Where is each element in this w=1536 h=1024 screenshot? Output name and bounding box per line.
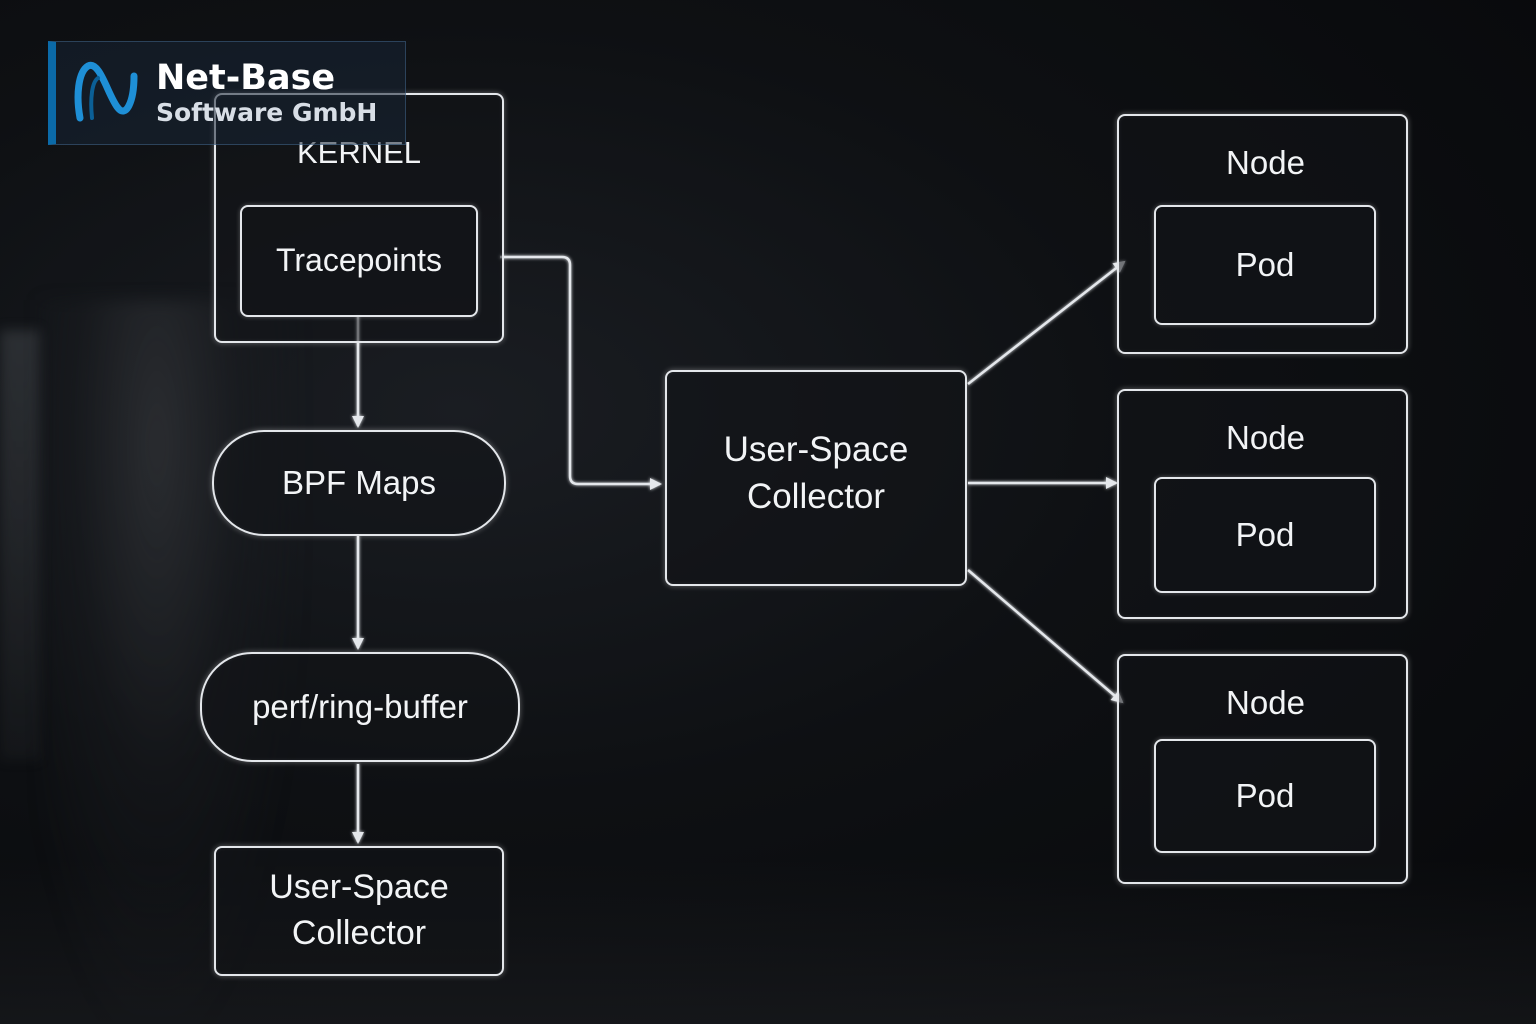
user-space-collector-bottom: User-Space Collector — [214, 846, 504, 976]
tracepoints-box: Tracepoints — [240, 205, 478, 317]
node-box-3: Node Pod — [1117, 654, 1408, 884]
arrow-collector-to-node-3 — [967, 569, 1124, 704]
pod-box-3: Pod — [1154, 739, 1376, 853]
pod-label-1: Pod — [1235, 245, 1295, 283]
node-label-2: Node — [1226, 419, 1305, 456]
pod-label-2: Pod — [1235, 515, 1295, 553]
net-base-logo: Net-Base Software GmbH — [48, 41, 406, 145]
net-base-logo-icon — [74, 61, 138, 122]
node-box-2: Node Pod — [1117, 389, 1408, 619]
bpf-maps-label: BPF Maps — [281, 463, 437, 501]
ring-buffer-node: perf/ring-buffer — [200, 652, 520, 762]
node-label-3: Node — [1226, 684, 1305, 721]
arrow-tracepoints-to-main-collector — [500, 255, 662, 490]
node-label-1: Node — [1226, 144, 1305, 181]
logo-company-subtitle: Software GmbH — [156, 98, 378, 127]
node-box-1: Node Pod — [1117, 114, 1408, 354]
background-light — [0, 330, 40, 760]
user-space-collector-main: User-Space Collector — [665, 370, 967, 586]
pod-label-3: Pod — [1235, 776, 1295, 814]
pod-box-2: Pod — [1154, 477, 1376, 593]
user-space-collector-bottom-label: User-Space Collector — [269, 868, 449, 952]
logo-company-name: Net-Base — [156, 58, 336, 98]
ring-buffer-label: perf/ring-buffer — [252, 687, 468, 725]
arrow-collector-to-node-1 — [967, 260, 1126, 385]
pod-box-1: Pod — [1154, 205, 1376, 325]
bpf-maps-node: BPF Maps — [212, 430, 506, 536]
user-space-collector-main-label: User-Space Collector — [723, 429, 909, 516]
tracepoints-label: Tracepoints — [276, 242, 442, 279]
